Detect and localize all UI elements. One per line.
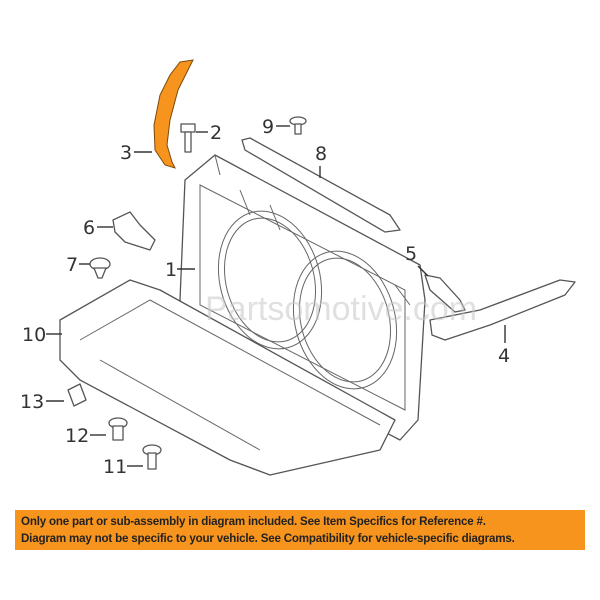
disclaimer-line-1: Only one part or sub-assembly in diagram… [21, 515, 486, 528]
clip-part-9[interactable] [289, 116, 307, 135]
callouts: 1 2 3 4 5 6 7 8 9 10 11 12 13 [20, 116, 510, 478]
upper-seal-part-8[interactable] [241, 137, 401, 233]
parts-diagram: Partsomotive.com 1 2 3 4 5 6 7 8 9 10 11… [20, 59, 576, 478]
callout-1: 1 [165, 259, 177, 281]
callout-11: 11 [103, 456, 127, 478]
clip-part-7[interactable] [89, 257, 111, 279]
clip-part-13[interactable] [67, 383, 87, 407]
disclaimer-line-2: Diagram may not be specific to your vehi… [21, 532, 515, 545]
callout-6: 6 [83, 217, 95, 239]
callout-4: 4 [498, 345, 510, 367]
callout-3: 3 [120, 142, 132, 164]
callout-2: 2 [210, 122, 222, 144]
radiator-core-support-part-1[interactable] [179, 154, 426, 441]
bolt-part-12[interactable] [108, 417, 128, 441]
bracket-part-6[interactable] [112, 211, 156, 251]
bracket-part-5[interactable] [424, 274, 466, 313]
callout-12: 12 [65, 425, 89, 447]
callout-7: 7 [66, 254, 78, 276]
callout-8: 8 [315, 143, 327, 165]
stay-part-4[interactable] [429, 279, 576, 341]
callout-10: 10 [22, 324, 46, 346]
under-cover-part-10[interactable] [59, 279, 396, 476]
callout-9: 9 [262, 116, 274, 138]
side-bracket-part-3[interactable] [153, 59, 194, 169]
bolt-part-11[interactable] [142, 444, 162, 470]
callout-13: 13 [20, 391, 44, 413]
bolt-part-2[interactable] [180, 123, 196, 153]
disclaimer-banner: Only one part or sub-assembly in diagram… [15, 510, 585, 550]
watermark: Partsomotive.com [205, 290, 477, 328]
callout-5: 5 [405, 243, 417, 265]
